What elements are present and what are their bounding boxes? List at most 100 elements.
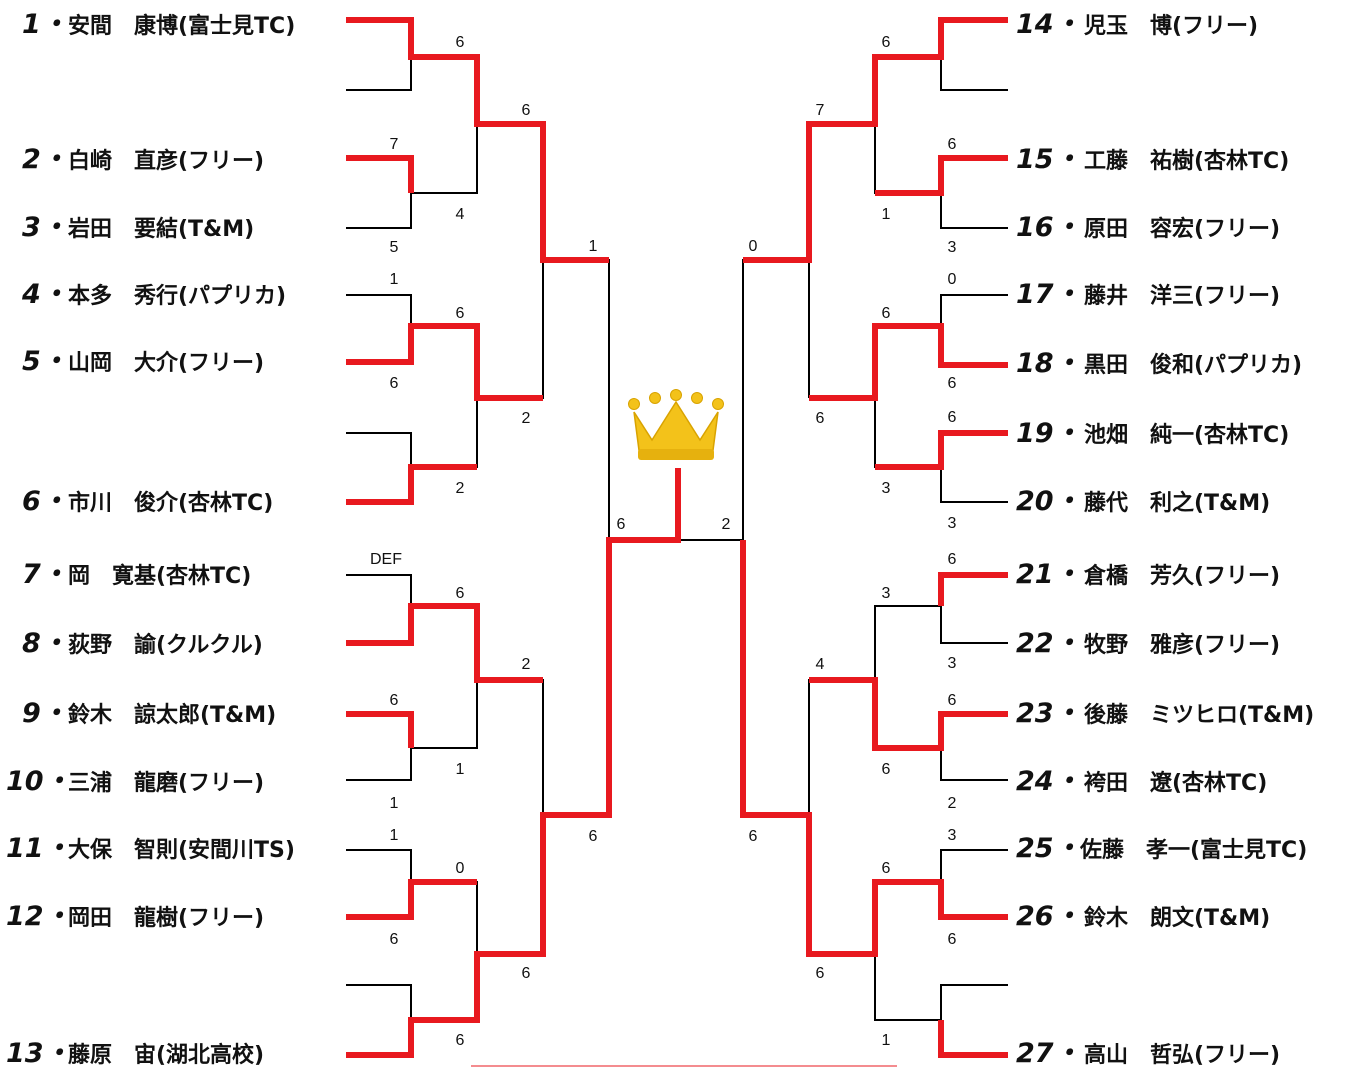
score-label: 1	[589, 238, 598, 255]
winner-path	[346, 879, 477, 920]
bracket-line	[346, 193, 412, 229]
score-labels: 7 5 1 6 DEF 6 1 1 6 6 4 6 2 6 1 0 6 6 2 …	[370, 34, 957, 1049]
score-label: 6	[456, 585, 465, 602]
player-seed: 14・	[1016, 9, 1081, 40]
winner-path	[346, 468, 681, 1058]
bracket-line	[808, 123, 875, 398]
player-seed: 15・	[1016, 144, 1081, 175]
score-label: 3	[882, 480, 891, 497]
bracket-line	[346, 748, 412, 781]
player-seed: 25・	[1016, 833, 1081, 864]
winner-path	[809, 323, 1008, 401]
winner-path	[809, 677, 1008, 751]
player-seed: 24・	[1016, 766, 1081, 797]
bracket-line	[874, 124, 941, 194]
player-seed: 17・	[1016, 279, 1081, 310]
player-seed: 8・	[22, 628, 68, 659]
player-seed: 16・	[1016, 212, 1081, 243]
right-player-list: 14・ 児玉 博(フリー) 15・ 工藤 祐樹(杏林TC) 16・ 原田 容宏(…	[1016, 9, 1314, 1067]
player-seed: 13・	[6, 1038, 71, 1067]
player-seed: 7・	[22, 559, 68, 590]
player-name: 岩田 要結(T&M)	[67, 216, 254, 242]
bracket-line	[940, 748, 1008, 781]
score-label: 3	[948, 515, 957, 532]
player-name: 三浦 龍磨(フリー)	[68, 770, 264, 796]
score-label: 3	[882, 585, 891, 602]
bracket-line	[940, 984, 1008, 1020]
score-label: 6	[749, 828, 758, 845]
bracket-line	[346, 849, 412, 882]
score-label: 4	[456, 206, 465, 223]
score-label: 6	[522, 965, 531, 982]
player-name: 藤井 洋三(フリー)	[1084, 283, 1280, 309]
player-seed: 22・	[1016, 628, 1081, 659]
winner-path	[346, 464, 477, 505]
score-label: 6	[948, 931, 957, 948]
score-label: 6	[456, 1032, 465, 1049]
winner-path	[740, 540, 1008, 957]
bracket-line	[874, 605, 941, 680]
score-label: 6	[390, 375, 399, 392]
winner-path	[938, 572, 1008, 606]
score-label: 6	[390, 692, 399, 709]
winner-path	[346, 155, 414, 193]
score-label: 1	[390, 827, 399, 844]
player-name: 牧野 雅彦(フリー)	[1084, 632, 1280, 658]
winner-path	[346, 711, 414, 748]
score-label: 6	[948, 692, 957, 709]
score-label: 5	[390, 239, 399, 256]
bracket-line	[940, 606, 1008, 644]
player-seed: 9・	[22, 698, 68, 729]
player-name: 大保 智則(安間川TS)	[68, 837, 295, 863]
bracket-line	[808, 679, 875, 954]
score-label: DEF	[370, 551, 402, 568]
bracket-line	[940, 193, 1008, 229]
player-seed: 27・	[1016, 1038, 1081, 1067]
player-name: 袴田 遼(杏林TC)	[1083, 770, 1267, 796]
score-label: 7	[816, 102, 825, 119]
player-name: 原田 容宏(フリー)	[1084, 216, 1280, 242]
player-seed: 5・	[22, 346, 68, 377]
bracket-line	[346, 57, 412, 91]
bracket-line	[411, 881, 478, 954]
bracket-line	[874, 398, 941, 468]
bracket-line	[346, 984, 412, 1020]
score-label: 6	[617, 516, 626, 533]
player-seed: 6・	[22, 486, 68, 517]
bracket-line	[346, 294, 412, 326]
player-name: 黒田 俊和(パプリカ)	[1084, 352, 1302, 378]
score-label: 1	[882, 206, 891, 223]
score-label: 1	[390, 271, 399, 288]
bracket-line	[874, 954, 941, 1021]
score-label: 6	[390, 931, 399, 948]
winner-path	[743, 17, 1008, 263]
score-label: 6	[948, 136, 957, 153]
score-label: 7	[390, 136, 399, 153]
left-player-list: 1・ 安間 康博(富士見TC) 2・ 白崎 直彦(フリー) 3・ 岩田 要結(T…	[6, 9, 295, 1067]
player-name: 藤代 利之(T&M)	[1084, 490, 1270, 516]
score-label: 3	[948, 239, 957, 256]
player-name: 藤原 宙(湖北高校)	[68, 1042, 264, 1067]
player-seed: 2・	[22, 144, 68, 175]
bracket-winner-lines	[346, 17, 1008, 1058]
score-label: 6	[948, 551, 957, 568]
player-name: 佐藤 孝一(富士見TC)	[1079, 837, 1307, 863]
player-name: 鈴木 諒太郎(T&M)	[68, 702, 276, 728]
bracket-line	[346, 432, 412, 467]
score-label: 3	[948, 655, 957, 672]
player-seed: 26・	[1016, 901, 1081, 932]
score-label: 0	[456, 860, 465, 877]
winner-path	[346, 17, 609, 263]
player-name: 岡 寛基(杏林TC)	[68, 563, 251, 589]
score-label: 6	[456, 305, 465, 322]
bracket-line	[940, 57, 1008, 91]
score-label: 1	[882, 1032, 891, 1049]
bracket-line	[411, 124, 478, 194]
player-name: 池畑 純一(杏林TC)	[1084, 422, 1289, 448]
player-name: 荻野 諭(クルクル)	[68, 632, 263, 658]
bracket-line	[940, 294, 1008, 326]
player-seed: 10・	[6, 766, 71, 797]
player-name: 鈴木 朗文(T&M)	[1084, 905, 1270, 931]
